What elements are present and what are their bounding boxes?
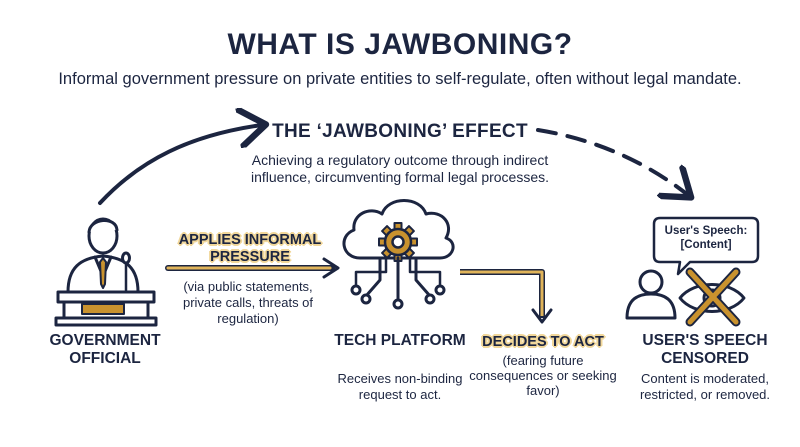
effect-title: THE ‘JAWBONING’ EFFECT xyxy=(272,121,528,142)
page-subtitle: Informal government pressure on private … xyxy=(58,70,742,88)
speech-bubble xyxy=(652,216,760,276)
official-at-podium-icon xyxy=(54,217,158,327)
decides-detail: (fearing future consequences or seeking … xyxy=(469,353,617,398)
influence-arrow xyxy=(98,125,262,205)
tech-platform-label: TECH PLATFORM xyxy=(334,332,466,349)
page-title: WHAT IS JAWBONING? xyxy=(227,28,573,61)
outcome-dashed-arrow xyxy=(536,128,688,195)
cloud-gear-icon xyxy=(342,199,455,310)
user-speech-censored-label: USER'S SPEECH CENSORED xyxy=(642,332,768,367)
speech-bubble-text: User's Speech: [Content] xyxy=(664,225,748,251)
pressure-arrow xyxy=(165,257,340,279)
effect-description: Achieving a regulatory outcome through i… xyxy=(250,152,550,185)
tech-platform-description: Receives non-binding request to act. xyxy=(337,371,463,402)
user-speech-description: Content is moderated, restricted, or rem… xyxy=(639,371,771,402)
censored-user-icon xyxy=(625,267,746,327)
government-official-label: GOVERNMENT OFFICIAL xyxy=(49,332,161,367)
pressure-label: APPLIES INFORMAL PRESSURE xyxy=(178,232,322,265)
decides-arrow xyxy=(460,269,553,324)
pressure-detail: (via public statements, private calls, t… xyxy=(182,279,314,326)
decides-label: DECIDES TO ACT xyxy=(482,334,604,350)
